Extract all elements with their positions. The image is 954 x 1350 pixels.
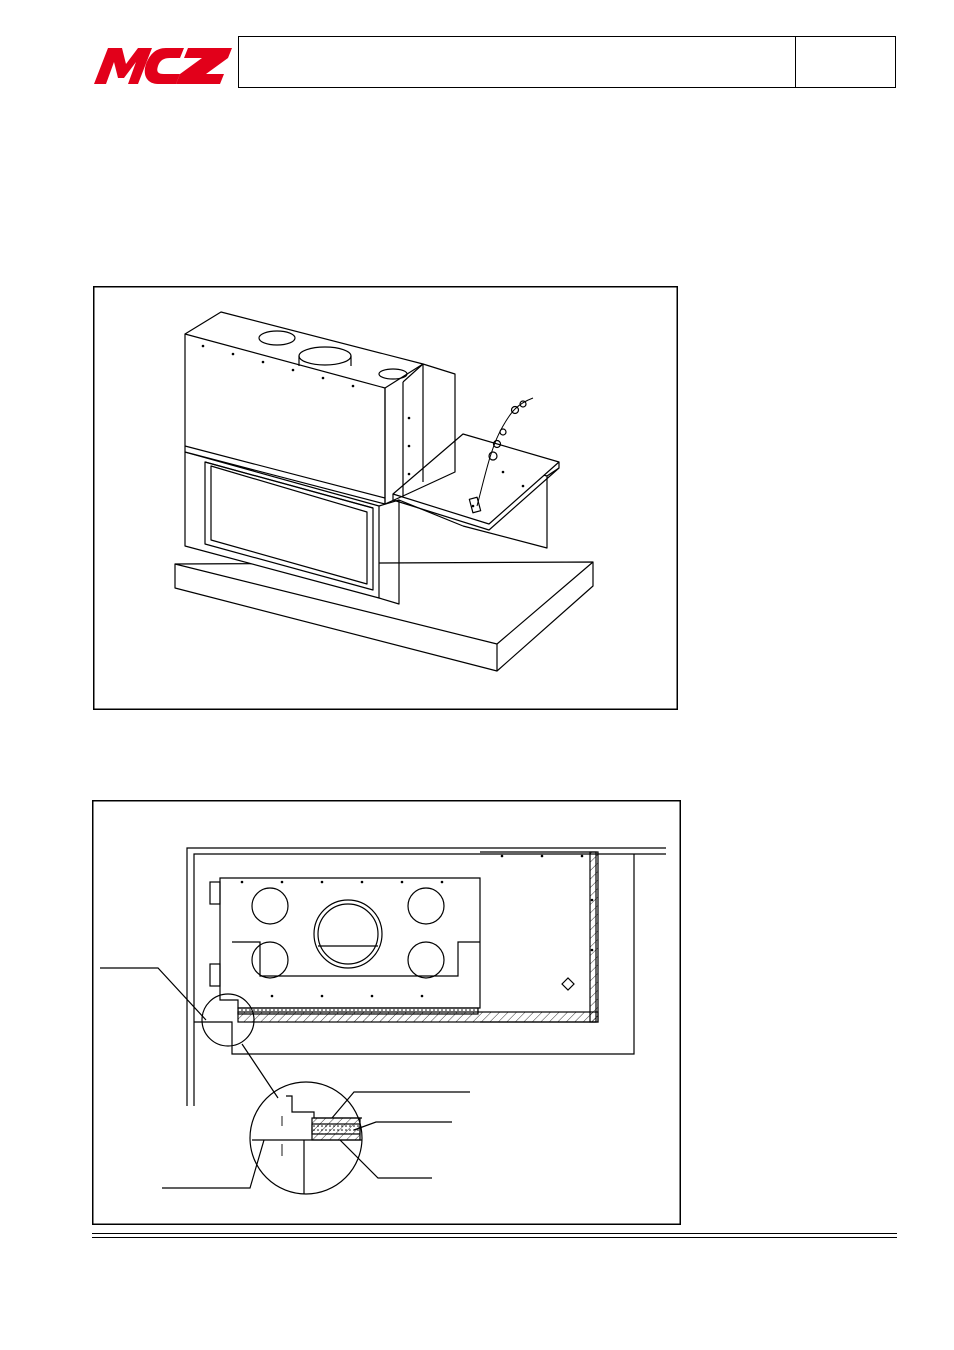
figure-frame (93, 286, 678, 710)
header-page-number (800, 50, 890, 74)
isometric-fireplace-figure (93, 286, 678, 710)
plan-view-figure (92, 800, 681, 1225)
footer-rule-thin (92, 1237, 897, 1238)
figure-frame (92, 800, 681, 1225)
mcz-logo (94, 48, 232, 84)
header-divider (795, 36, 796, 88)
footer-rule (92, 1233, 897, 1234)
header-title (250, 50, 780, 74)
header-box (238, 36, 896, 88)
